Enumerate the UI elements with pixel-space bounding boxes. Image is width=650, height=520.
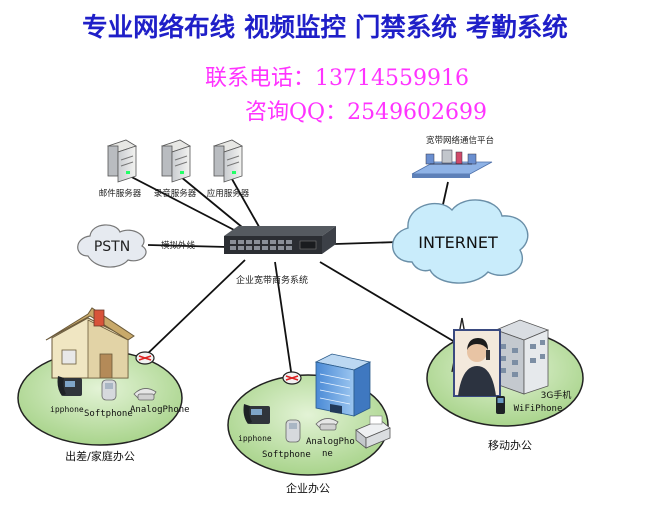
server-icon <box>161 139 191 183</box>
enterprise-ipphone-label: ipphone <box>238 434 272 443</box>
home-softphone-label: Softphone <box>84 409 133 419</box>
softphone-icon <box>285 419 301 443</box>
pstn-label: PSTN <box>94 239 130 255</box>
server-icon <box>213 139 243 183</box>
home-ipphone-label: ipphone <box>50 405 84 414</box>
connection-lines <box>121 171 466 379</box>
router-icon <box>135 351 155 365</box>
link-app-server <box>227 171 263 233</box>
router-icon <box>282 371 302 385</box>
enterprise-office-caption: 企业办公 <box>286 481 330 495</box>
ip-phone-icon <box>57 376 82 396</box>
internet-cloud <box>392 199 529 284</box>
mail-server-label: 邮件服务器 <box>99 188 142 199</box>
office-building-icon <box>494 319 550 395</box>
pstn-cloud <box>77 224 147 268</box>
network-platform-icon <box>411 149 493 178</box>
enterprise-softphone-label: Softphone <box>262 450 311 460</box>
services-headline: 专业网络布线 视频监控 门禁系统 考勤系统 <box>82 13 568 43</box>
internet-label: INTERNET <box>418 233 498 252</box>
analog-phone-icon <box>133 388 157 401</box>
softphone-icon <box>101 379 117 401</box>
switch-icon <box>224 226 336 254</box>
link-mobile-office <box>319 261 466 349</box>
link-mail-server <box>121 171 239 233</box>
link-record-server <box>174 171 249 233</box>
contact-qq: 咨询QQ：2549602699 <box>245 100 487 125</box>
person-icon <box>453 329 501 397</box>
enterprise-analogphone-label-2: ne <box>322 449 333 459</box>
record-server-label: 录音服务器 <box>154 188 197 199</box>
mobile-office-caption: 移动办公 <box>488 439 532 452</box>
app-server-label: 应用服务器 <box>207 188 250 199</box>
mobile-phone-icon <box>496 396 505 414</box>
link-enterprise-office <box>274 261 293 379</box>
fax-icon <box>355 415 391 449</box>
ip-phone-icon <box>243 404 270 424</box>
link-internet <box>334 241 399 245</box>
enterprise-system-label: 企业宽带商务系统 <box>236 274 308 286</box>
analog-phone-icon <box>315 418 339 431</box>
broadband-platform-label: 宽带网络通信平台 <box>426 135 494 146</box>
link-home-office <box>142 259 246 359</box>
enterprise-analogphone-label-1: AnalogPho <box>306 437 355 447</box>
contact-phone: 联系电话：13714559916 <box>205 66 469 91</box>
house-icon <box>45 307 135 379</box>
server-icon <box>107 139 137 183</box>
office-building-icon <box>314 353 372 417</box>
home-office-caption: 出差/家庭办公 <box>65 449 135 463</box>
mobile-3g-label: 3G手机 <box>541 389 572 401</box>
link-pstn <box>147 244 229 248</box>
analog-line-label: 模拟外线 <box>161 240 196 251</box>
mobile-wifiphone-label: WiFiPhone <box>514 404 563 414</box>
home-analogphone-label: AnalogPhone <box>130 405 190 415</box>
